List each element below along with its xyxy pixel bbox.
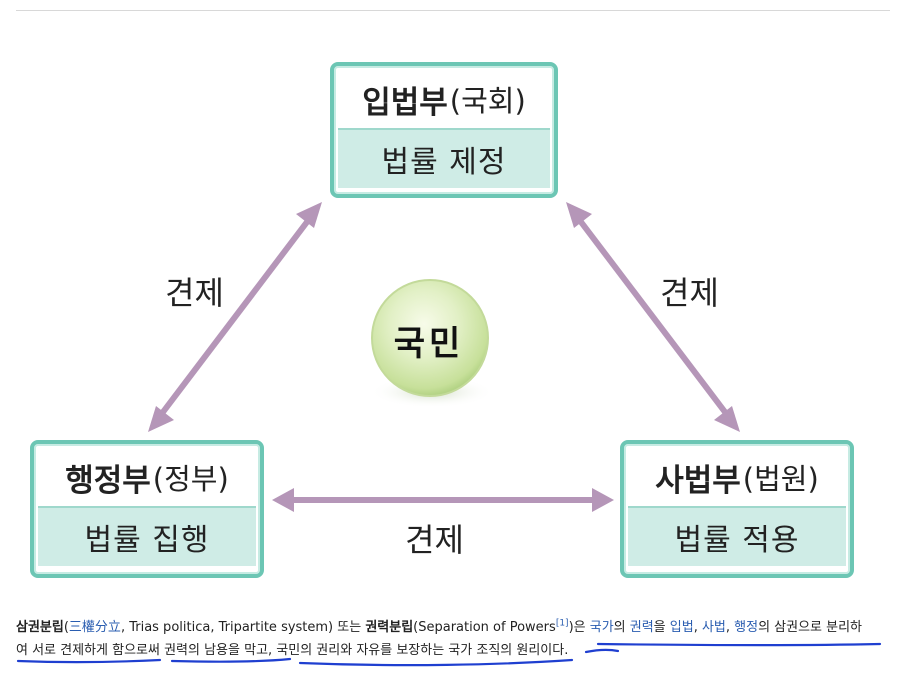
separation-of-powers-diagram — [148, 202, 740, 512]
caption-link-judiciary[interactable]: 사법 — [701, 620, 726, 635]
caption-english-term: (Separation of Powers — [413, 620, 556, 635]
caption-hanja-link[interactable]: 三權分立 — [68, 620, 121, 635]
top-divider — [16, 10, 890, 11]
legislative-name: 입법부 — [362, 84, 448, 121]
caption-comma-1: , — [693, 620, 702, 635]
executive-branch-box: 행정부(정부) 법률 집행 — [30, 440, 264, 578]
check-label-bottom: 견제 — [405, 521, 464, 559]
caption-link-power[interactable]: 권력 — [629, 620, 654, 635]
caption-text-1: 의 — [613, 620, 630, 635]
legislative-paren: (국회) — [449, 84, 526, 118]
caption-reference-link[interactable]: [1] — [555, 618, 569, 629]
executive-role: 법률 집행 — [38, 506, 256, 566]
caption-close-paren: )은 — [568, 620, 590, 635]
check-label-right: 견제 — [660, 274, 719, 312]
legislative-branch-box: 입법부(국회) 법률 제정 — [330, 62, 558, 198]
caption-text-3: 의 삼권으로 분리하 — [758, 620, 863, 635]
judicial-name: 사법부 — [655, 462, 741, 499]
legislative-branch-title: 입법부(국회) — [338, 70, 550, 128]
people-sphere — [371, 279, 489, 397]
check-label-left: 견제 — [165, 274, 224, 312]
judicial-branch-box: 사법부(법원) 법률 적용 — [620, 440, 854, 578]
executive-branch-title: 행정부(정부) — [38, 448, 256, 506]
caption-link-state[interactable]: 국가 — [589, 620, 614, 635]
caption-term-separation: 삼권분립 — [16, 620, 64, 635]
arrow-bottom — [272, 488, 614, 512]
arrow-right — [566, 202, 740, 432]
caption-alt-names: , Trias politica, Tripartite system) 또는 — [120, 620, 366, 635]
arrow-left — [148, 202, 322, 432]
executive-paren: (정부) — [152, 462, 229, 496]
judicial-role: 법률 적용 — [628, 506, 846, 566]
judicial-paren: (법원) — [742, 462, 819, 496]
caption-text-2: 을 — [653, 620, 670, 635]
caption-comma-2: , — [725, 620, 735, 635]
legislative-role: 법률 제정 — [338, 128, 550, 188]
people-label: 국민 — [393, 323, 465, 364]
caption-link-legislation[interactable]: 입법 — [669, 620, 694, 635]
caption-line-2: 여 서로 견제하게 함으로써 권력의 남용을 막고, 국민의 권리와 자유를 보… — [16, 643, 569, 658]
caption-line-1: 삼권분립(三權分立, Trias politica, Tripartite sy… — [16, 616, 900, 639]
caption-open-paren: ( — [63, 620, 69, 635]
caption-term-power: 권력분립 — [365, 620, 414, 635]
caption-paragraph: 삼권분립(三權分立, Trias politica, Tripartite sy… — [16, 616, 900, 662]
caption-link-administration[interactable]: 행정 — [734, 620, 759, 635]
judicial-branch-title: 사법부(법원) — [628, 448, 846, 506]
executive-name: 행정부 — [65, 462, 151, 499]
